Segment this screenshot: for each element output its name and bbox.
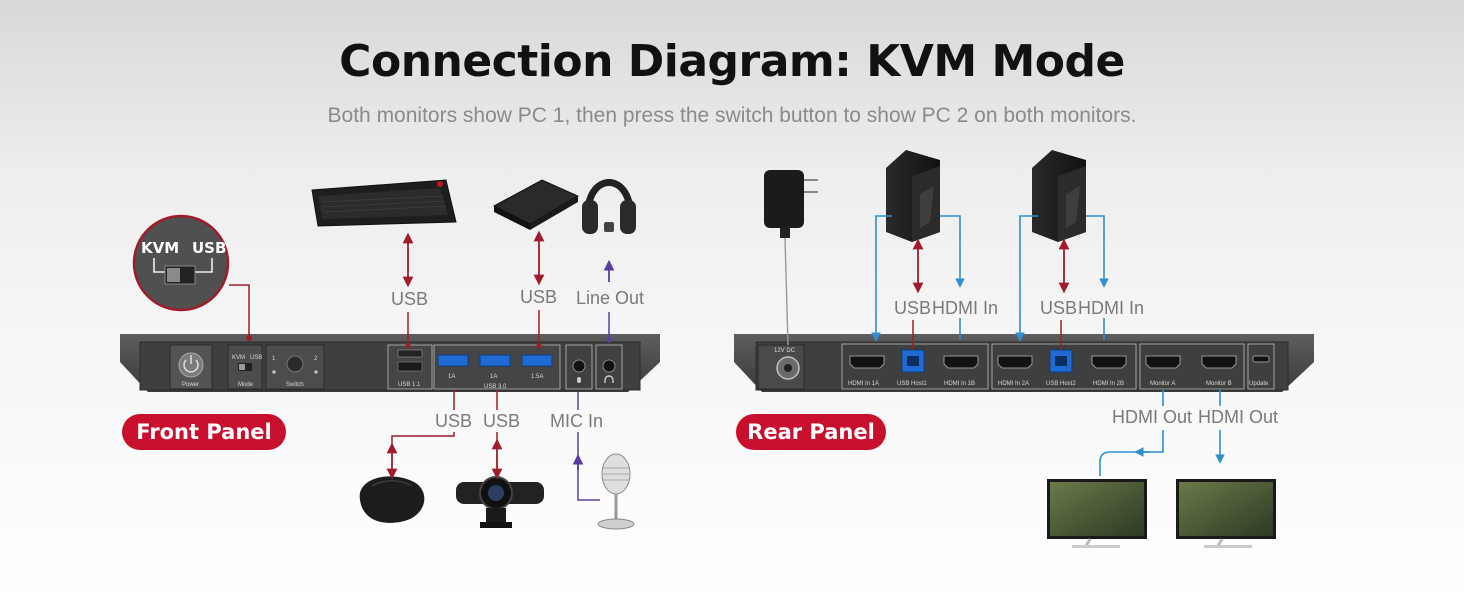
dc-power-label: 12V DC [774,348,796,354]
mode-usb-label: USB [250,355,262,361]
mode-zoom-callout: KVM USB [132,214,252,341]
external-drive-device [492,179,580,230]
monitor-b-hdmi-out-label: HDMI Out [1198,407,1278,427]
hdmi-in-1b-port: HDMI In 1B [943,355,979,387]
dc-power-jack: 12V DC [757,344,805,390]
mode-kvm-label: KVM [232,355,245,361]
rear-panel-badge: Rear Panel [736,414,886,450]
mic-jack [565,344,593,390]
callout-usb: USB [192,239,226,257]
monitor-b-label: Monitor B [1206,381,1232,387]
webcam-usb-label: USB [483,411,520,431]
drive-usb-label: USB [520,287,557,307]
front-panel-badge: Front Panel [122,414,286,450]
hdmi-in-2a-port: HDMI In 2A [997,355,1033,387]
usb11-label: USB 1.1 [398,382,421,388]
port-3-current: 1.5A [531,374,543,380]
mode-switch: KVM USB Mode [227,344,263,390]
monitor-a-device [1047,479,1147,548]
rear-panel: 12V DC HDMI In 1A USB Host1 HDMI In 1B H… [734,150,1314,548]
front-panel: Power KVM USB Mode 1 2 Switch USB 1.1 [120,179,660,530]
port-1-current: 1A [448,374,455,380]
keyboard-usb-label: USB [391,289,428,309]
hdmi-in-1b-label: HDMI In 1B [944,381,975,387]
pc1-usb-label: USB [894,298,931,318]
page-title: Connection Diagram: KVM Mode [339,36,1125,87]
usb-host2-port: USB Host2 [1046,349,1076,387]
usb-host2-label: USB Host2 [1046,381,1076,387]
update-label: Update [1249,381,1269,387]
pc-1-device [886,150,940,242]
mouse-device [359,476,425,523]
hdmi-in-1a-port: HDMI In 1A [848,355,885,387]
pc2-hdmi-label: HDMI In [1078,298,1144,318]
pc1-hdmi-label: HDMI In [932,298,998,318]
hdmi-in-2b-port: HDMI In 2B [1091,355,1127,387]
update-port: Update [1247,343,1275,390]
switch-label: Switch [286,382,304,388]
front-connectors [386,230,615,501]
hdmi-in-2a-label: HDMI In 2A [998,381,1029,387]
power-adapter-device [764,170,818,346]
rear-connectors [871,215,1225,476]
usb-host1-port: USB Host1 [897,349,927,387]
usb11-port: USB 1.1 [387,344,433,390]
mode-label: Mode [238,382,254,388]
page-subtitle: Both monitors show PC 1, then press the … [327,104,1137,127]
usb30-ports: 1A 1A 1.5A USB 3.0 [433,344,561,390]
microphone-device [597,453,635,530]
pc-2-device [1032,150,1086,242]
hdmi-in-2b-label: HDMI In 2B [1093,381,1124,387]
power-button: Power [169,344,213,390]
power-label: Power [182,382,199,388]
headphones-device [582,179,636,234]
switch-button: 1 2 Switch [265,344,325,390]
mouse-usb-label: USB [435,411,472,431]
switch-1-label: 1 [272,356,276,362]
keyboard-device [311,179,457,227]
usb30-label: USB 3.0 [484,384,507,390]
webcam-device [456,476,544,528]
callout-kvm: KVM [141,239,179,257]
monitor-a-port: Monitor A [1145,355,1181,387]
switch-2-label: 2 [314,356,318,362]
mic-in-label: MIC In [550,411,603,431]
monitor-a-hdmi-out-label: HDMI Out [1112,407,1192,427]
headphone-jack [595,344,623,390]
headphones-lineout-label: Line Out [576,288,644,308]
hdmi-in-1a-label: HDMI In 1A [848,381,879,387]
usb-host1-label: USB Host1 [897,381,927,387]
monitor-b-device [1176,479,1276,548]
port-2-current: 1A [490,374,497,380]
pc2-usb-label: USB [1040,298,1077,318]
monitor-b-port: Monitor B [1201,355,1237,387]
monitor-a-label: Monitor A [1150,381,1175,387]
